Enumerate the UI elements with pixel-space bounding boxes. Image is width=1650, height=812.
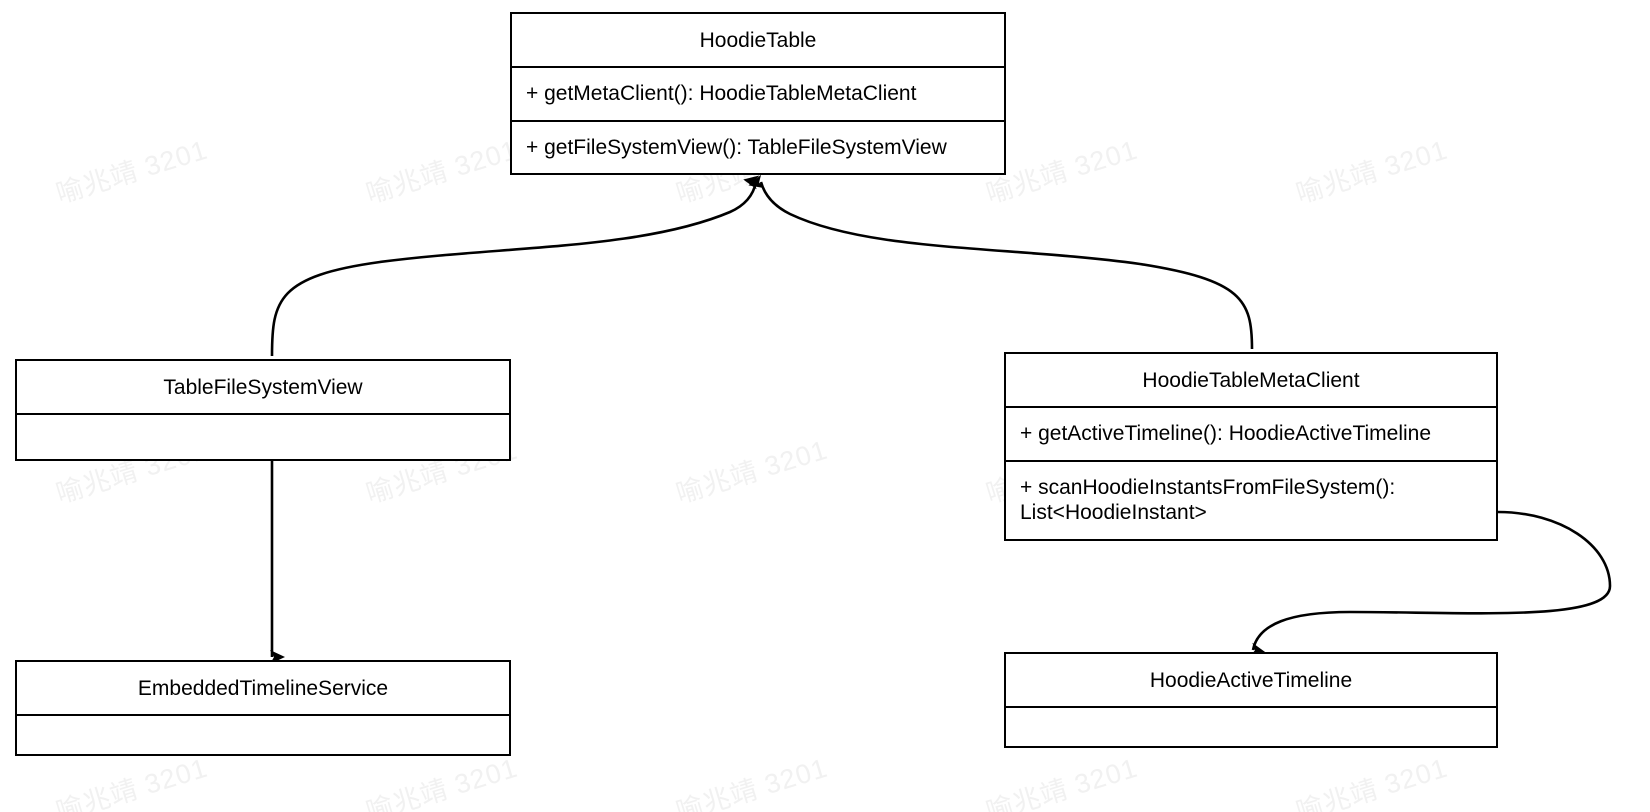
class-member: + getActiveTimeline(): HoodieActiveTimel… — [1020, 422, 1432, 445]
class-member: + scanHoodieInstantsFromFileSystem(): Li… — [1006, 459, 1496, 539]
watermark-text: 喻兆靖 3201 — [362, 134, 522, 210]
watermark-text: 喻兆靖 3201 — [1292, 752, 1452, 812]
class-members-embedded-timeline-service — [17, 716, 509, 760]
watermark-text: 喻兆靖 3201 — [672, 752, 832, 812]
class-box-hoodie-active-timeline[interactable]: HoodieActiveTimeline — [1004, 652, 1498, 748]
class-divider — [17, 413, 509, 415]
class-box-embedded-timeline-service[interactable]: EmbeddedTimelineService — [15, 660, 511, 756]
edge-fsview-to-hoodietable — [270, 175, 760, 357]
class-box-table-file-system-view[interactable]: TableFileSystemView — [15, 359, 511, 461]
edge-metaclient-to-hoodietable — [748, 174, 1254, 350]
watermark-text: 喻兆靖 3201 — [672, 434, 832, 510]
class-name-hoodie-table: HoodieTable — [699, 29, 817, 52]
watermark-text: 喻兆靖 3201 — [52, 134, 212, 210]
class-name-embedded-timeline-service: EmbeddedTimelineService — [137, 677, 389, 700]
class-divider — [512, 66, 1004, 68]
class-box-hoodie-table[interactable]: HoodieTable + getMetaClient(): HoodieTab… — [510, 12, 1006, 176]
class-name-hoodie-active-timeline: HoodieActiveTimeline — [1149, 669, 1353, 692]
class-divider — [1006, 706, 1496, 708]
class-members-hoodie-active-timeline — [1006, 708, 1496, 752]
class-members-hoodie-table: + getMetaClient(): HoodieTableMetaClient… — [512, 68, 1004, 173]
class-name-hoodie-table-meta-client: HoodieTableMetaClient — [1142, 369, 1360, 392]
class-members-table-file-system-view — [17, 415, 509, 459]
class-members-hoodie-table-meta-client: + getActiveTimeline(): HoodieActiveTimel… — [1006, 408, 1496, 539]
class-divider — [17, 714, 509, 716]
class-member: + getFileSystemView(): TableFileSystemVi… — [512, 119, 1004, 174]
watermark-text: 喻兆靖 3201 — [982, 752, 1142, 812]
watermark-text: 喻兆靖 3201 — [1292, 134, 1452, 210]
class-member: + getMetaClient(): HoodieTableMetaClient — [526, 82, 917, 105]
class-name-table-file-system-view: TableFileSystemView — [163, 376, 363, 399]
class-divider — [1006, 406, 1496, 408]
class-box-hoodie-table-meta-client[interactable]: HoodieTableMetaClient + getActiveTimelin… — [1004, 352, 1498, 541]
